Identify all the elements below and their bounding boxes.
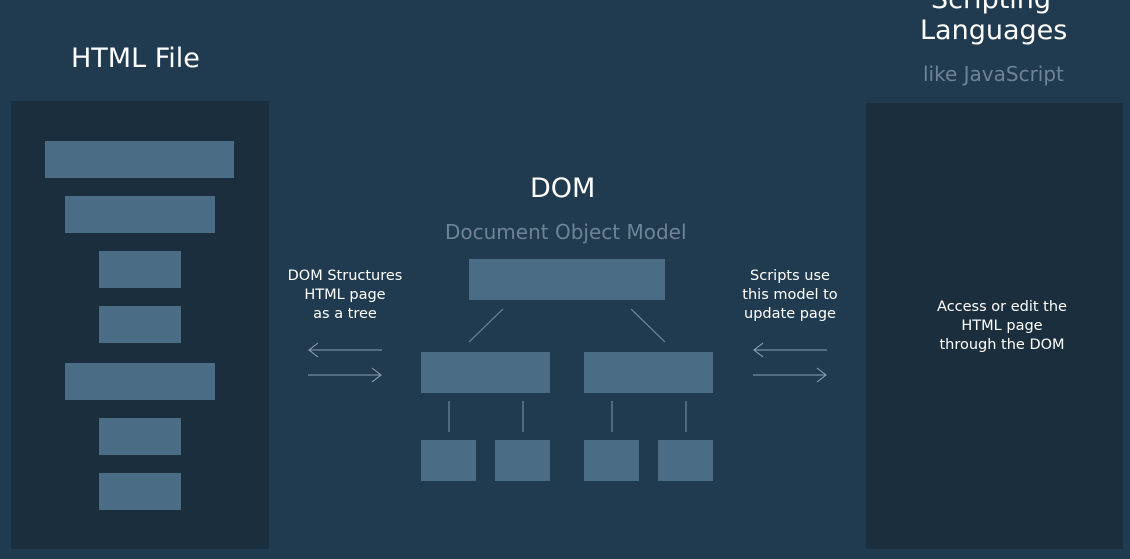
arrow-left-icon — [753, 342, 827, 358]
html-line-block — [99, 473, 181, 510]
arrow-left-icon — [308, 342, 382, 358]
left-explanation-line: as a tree — [313, 306, 377, 322]
scripting-subtitle: like JavaScript — [923, 62, 1064, 86]
dom-child-node-left — [421, 352, 550, 393]
right-explanation-line: this model to — [742, 287, 838, 303]
html-line-block — [99, 306, 181, 343]
scripting-panel-line: through the DOM — [939, 337, 1065, 353]
html-file-title: HTML File — [71, 43, 200, 74]
scripting-panel: Access or edit the HTML page through the… — [866, 103, 1123, 549]
html-line-block — [65, 363, 215, 400]
html-line-block — [45, 141, 234, 178]
html-line-block — [99, 418, 181, 455]
dom-root-node — [469, 259, 665, 300]
dom-leaf-node — [658, 440, 713, 481]
left-explanation-line: DOM Structures — [287, 268, 403, 284]
scripting-panel-line: Access or edit the — [937, 299, 1067, 315]
right-explanation: Scripts use this model to update page — [728, 267, 852, 324]
dom-leaf-node — [421, 440, 476, 481]
tree-connector — [630, 308, 666, 343]
dom-subtitle: Document Object Model — [445, 220, 687, 244]
scripting-title-line2: Languages — [920, 15, 1068, 46]
dom-leaf-node — [584, 440, 639, 481]
scripting-panel-line: HTML page — [961, 318, 1043, 334]
html-line-block — [65, 196, 215, 233]
html-file-panel — [11, 101, 269, 549]
scripting-title-line1: Scripting — [931, 0, 1051, 15]
arrow-right-icon — [753, 367, 827, 383]
arrow-right-icon — [308, 367, 382, 383]
left-explanation: DOM Structures HTML page as a tree — [281, 267, 409, 324]
right-explanation-line: Scripts use — [750, 268, 830, 284]
dom-child-node-right — [584, 352, 713, 393]
scripting-panel-note: Access or edit the HTML page through the… — [912, 298, 1092, 355]
dom-title: DOM — [530, 173, 596, 204]
dom-leaf-node — [495, 440, 550, 481]
left-explanation-line: HTML page — [304, 287, 386, 303]
html-line-block — [99, 251, 181, 288]
right-explanation-line: update page — [744, 306, 836, 322]
tree-connector — [468, 308, 504, 343]
